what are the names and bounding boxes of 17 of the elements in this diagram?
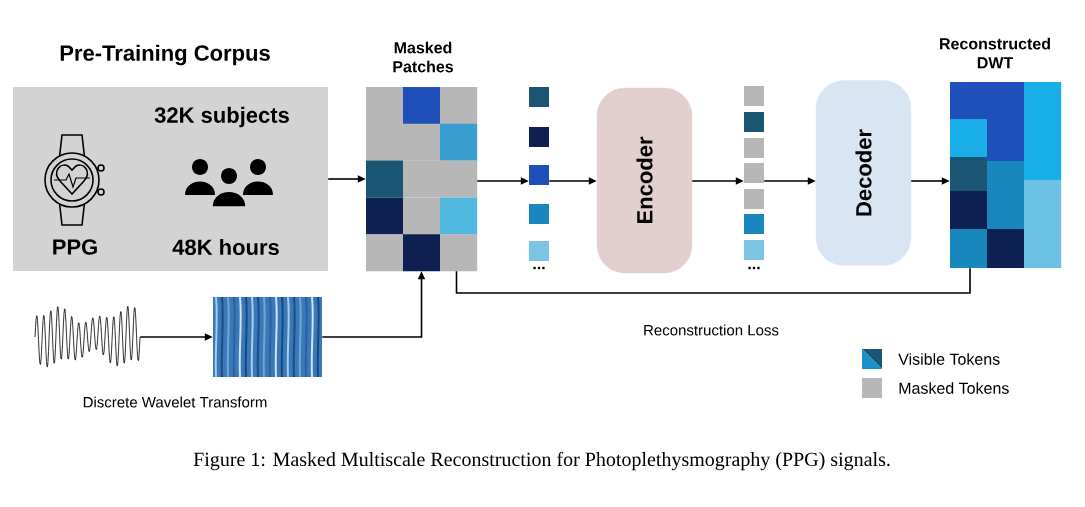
decoder-box: Decoder (815, 80, 912, 266)
ellipsis: ... (748, 266, 760, 270)
encoder-box: Encoder (596, 87, 693, 274)
signal-label: PPG (53, 239, 97, 255)
stat-text: 48K hours (172, 238, 279, 256)
edge-label: Reconstruction Loss (644, 324, 779, 336)
stat-text: 32K subjects (154, 106, 289, 128)
caption-label: Discrete Wavelet Transform (83, 396, 267, 408)
heading: Reconstructed DWT (940, 37, 1050, 69)
ellipsis: ... (533, 266, 545, 270)
heading: Masked Patches (393, 41, 453, 73)
heading: Pre-Training Corpus (60, 44, 270, 66)
figure-caption: Figure 1: Masked Multiscale Reconstruction for Photoplethysmography (PPG) signals. (193, 451, 890, 471)
legend-label: Masked Tokens (899, 382, 1009, 394)
legend-label: Visible Tokens (898, 353, 1000, 365)
waveform-drawing (34, 306, 141, 368)
picture (213, 297, 322, 377)
